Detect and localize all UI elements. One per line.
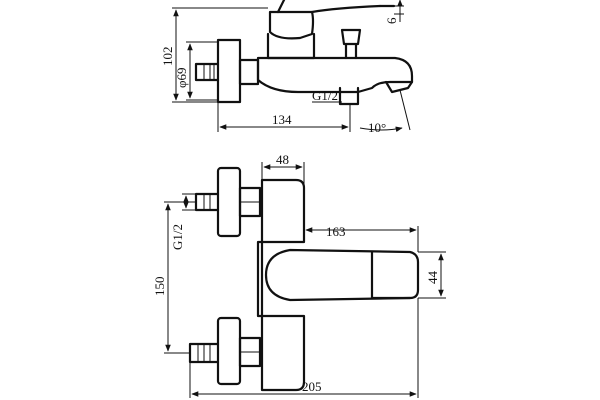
dim-angle: 10°	[368, 120, 386, 135]
top-inlet-nut	[338, 86, 360, 106]
front-upper-pipe	[194, 192, 220, 212]
top-connector-nut	[238, 58, 260, 86]
dim-thread-top: G1/2	[312, 88, 338, 103]
front-body	[256, 178, 306, 392]
front-lever-cap	[370, 250, 412, 300]
top-diverter-knob	[340, 28, 362, 60]
dim-134: 134	[272, 112, 292, 127]
dim-163: 163	[326, 224, 346, 239]
dim-thread-front: G1/2	[170, 224, 185, 250]
dim-48: 48	[276, 152, 289, 167]
front-upper-escutcheon	[216, 166, 242, 238]
dim-phi69: φ69	[174, 67, 189, 88]
dim-44: 44	[425, 271, 440, 285]
front-lever	[264, 248, 420, 302]
front-view: 48 G1/2 163 44 150 205	[152, 152, 446, 398]
top-escutcheon	[216, 38, 242, 104]
top-view: 6 102 φ69 G1/2 134 10°	[160, 0, 414, 135]
dim-205: 205	[302, 379, 322, 394]
dim-6: 6	[384, 17, 399, 24]
dim-150: 150	[152, 277, 167, 297]
front-lower-escutcheon	[216, 316, 242, 386]
top-body	[256, 56, 414, 94]
top-eccentric-pipe	[194, 62, 220, 82]
top-handle	[268, 10, 315, 40]
top-lever	[276, 0, 382, 14]
top-spout	[384, 80, 414, 94]
dim-102: 102	[160, 47, 175, 67]
